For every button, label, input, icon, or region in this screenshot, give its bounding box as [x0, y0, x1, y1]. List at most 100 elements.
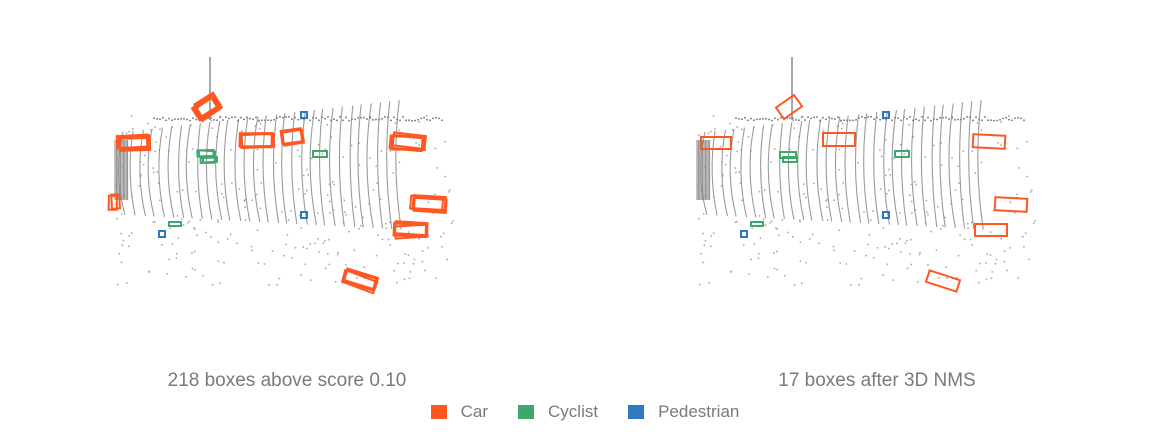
point	[285, 243, 287, 246]
point	[891, 243, 894, 245]
point	[228, 117, 230, 120]
point	[969, 116, 971, 118]
point	[358, 142, 360, 144]
point	[773, 148, 776, 150]
point	[889, 174, 892, 176]
bev-panel-before-nms	[107, 57, 454, 295]
point	[1006, 269, 1008, 272]
point	[933, 118, 935, 120]
point	[969, 238, 972, 241]
point	[130, 232, 133, 234]
scan-ring	[366, 103, 374, 229]
scan-ring	[779, 123, 785, 220]
point	[774, 117, 776, 120]
point	[185, 276, 187, 278]
point	[369, 117, 372, 119]
point	[375, 118, 377, 121]
point	[896, 242, 898, 245]
point	[924, 222, 927, 224]
point	[738, 171, 741, 173]
point	[348, 119, 350, 122]
point	[996, 119, 998, 122]
point	[813, 116, 815, 119]
point	[120, 261, 123, 264]
point	[176, 215, 179, 217]
point	[786, 231, 789, 234]
point	[451, 222, 453, 225]
point	[324, 267, 327, 270]
point	[712, 232, 715, 234]
point	[449, 189, 451, 191]
scan-ring	[920, 106, 927, 227]
point	[741, 118, 743, 120]
point	[921, 116, 923, 118]
point	[792, 117, 794, 120]
point	[820, 188, 823, 190]
point	[345, 213, 347, 216]
point	[258, 120, 260, 123]
point	[1023, 119, 1025, 122]
point	[769, 222, 771, 224]
point	[260, 182, 263, 184]
scan-ring	[291, 112, 298, 225]
scan-ring	[749, 126, 757, 218]
point	[762, 218, 765, 220]
point	[175, 257, 178, 259]
point	[426, 118, 428, 121]
point	[407, 231, 410, 233]
car-box	[924, 269, 962, 293]
point	[158, 149, 160, 151]
point	[118, 253, 120, 255]
point	[375, 254, 378, 257]
point	[959, 234, 961, 236]
cyclist-box	[750, 221, 764, 227]
point	[869, 219, 872, 221]
point	[174, 118, 176, 121]
point	[951, 116, 953, 118]
scan-ring	[854, 114, 862, 224]
point	[260, 123, 262, 125]
point	[318, 119, 320, 122]
point	[258, 127, 261, 130]
scan-ring	[158, 127, 166, 218]
point	[131, 195, 133, 198]
car-swatch-icon	[430, 405, 447, 419]
point	[287, 219, 290, 221]
point	[860, 277, 863, 280]
point	[417, 119, 419, 121]
car-box	[194, 94, 224, 121]
point	[850, 283, 852, 286]
point	[281, 211, 283, 213]
point	[360, 224, 362, 227]
car-box	[107, 194, 118, 211]
point	[756, 118, 758, 121]
point	[441, 246, 443, 248]
point	[962, 150, 965, 152]
point	[120, 232, 122, 235]
point	[772, 124, 774, 126]
point	[872, 257, 875, 259]
point	[243, 199, 245, 202]
point	[882, 227, 885, 229]
point	[1024, 232, 1027, 235]
car-box	[390, 135, 425, 151]
point	[444, 140, 446, 143]
point	[989, 254, 992, 256]
point	[168, 258, 170, 261]
point	[798, 135, 800, 138]
point	[833, 199, 835, 201]
point	[870, 116, 872, 118]
point	[218, 282, 221, 285]
point	[315, 117, 317, 119]
point	[236, 242, 238, 245]
point	[954, 119, 956, 121]
point	[777, 190, 779, 193]
point	[142, 163, 145, 166]
point	[810, 117, 812, 120]
point	[177, 118, 179, 121]
point	[753, 243, 756, 245]
point	[838, 148, 841, 151]
point	[978, 118, 980, 121]
point	[1003, 260, 1006, 263]
point	[1028, 258, 1031, 261]
